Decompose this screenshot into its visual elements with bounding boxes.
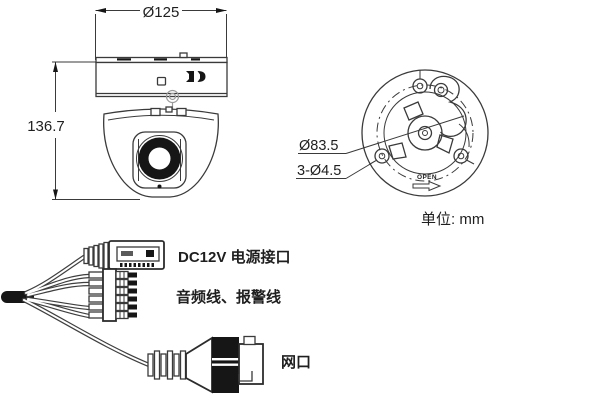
dc-power-connector [83,240,165,271]
pan-hinge-inner [168,92,177,101]
base-outer-circle [361,69,489,197]
height-dimension: 136.7 [27,61,140,200]
terminal-right-pins [115,270,137,320]
screw-top [412,70,428,94]
terminal-left-pins [88,271,104,319]
mount-holes-label: 3-Ø4.5 [297,163,341,179]
top-tab [179,52,188,59]
arrowhead-bottom [53,189,58,200]
rj45-plug [238,343,264,385]
audio-alarm-label: 音频线、报警线 [176,288,281,306]
dome [103,106,219,198]
dome-top-block [150,107,161,117]
arrowhead-left [95,8,106,13]
leader-mount-holes: 3-Ø4.5 [296,159,378,179]
unit-label: 单位: mm [421,211,484,228]
power-port-label: DC12V 电源接口 [178,248,291,266]
base-inner-plate [383,91,467,175]
top-slot [191,58,200,61]
open-arrow-icon [412,180,442,192]
width-dimension-label: Ø125 [143,4,180,21]
terminal-block-connector [88,268,137,322]
camera-housing [95,52,228,110]
base-view: Ø83.5 3-Ø4.5 OPEN 单位: mm [296,69,489,228]
leader-bolt-circle: Ø83.5 [298,115,465,154]
reset-button [156,76,167,86]
top-slot [154,58,167,61]
rj45-latch-hook [238,371,253,382]
arrowhead-right [216,8,227,13]
dome-top-block [176,107,187,117]
top-slot [117,58,131,61]
network-port-label: 网口 [281,354,311,371]
rj45-strain-relief [147,350,187,380]
rj45-clip [243,335,256,346]
lens-module [132,131,187,189]
terminal-block-body [102,268,117,322]
side-view: Ø125 136.7 [27,4,228,200]
lens-glass [148,147,171,170]
open-label: OPEN [417,174,437,181]
rj45-connector [147,335,264,394]
arrowhead-top [53,62,58,72]
open-direction-marker: OPEN [412,174,442,192]
gland-hole [433,82,449,98]
center-screw [417,125,433,141]
wires [21,254,152,368]
bolt-circle-dashed [376,84,474,182]
height-dimension-label: 136.7 [27,118,65,135]
speaker-icon [186,71,206,82]
cable-gland [429,75,470,148]
keyhole-slots [388,101,454,160]
rj45-boot [185,336,213,394]
dome-collar-line [107,114,215,121]
lens-indicator-dot [157,184,162,189]
dc-plug-serration [120,263,154,267]
width-dimension: Ø125 [95,4,227,60]
lens-bezel [136,135,183,182]
bolt-circle-label: Ø83.5 [299,138,339,154]
cable-harness: DC12V 电源接口 音频线、报警线 网口 [1,240,311,394]
dome-top-connector [165,106,173,113]
screw-bottom-right [453,148,475,165]
